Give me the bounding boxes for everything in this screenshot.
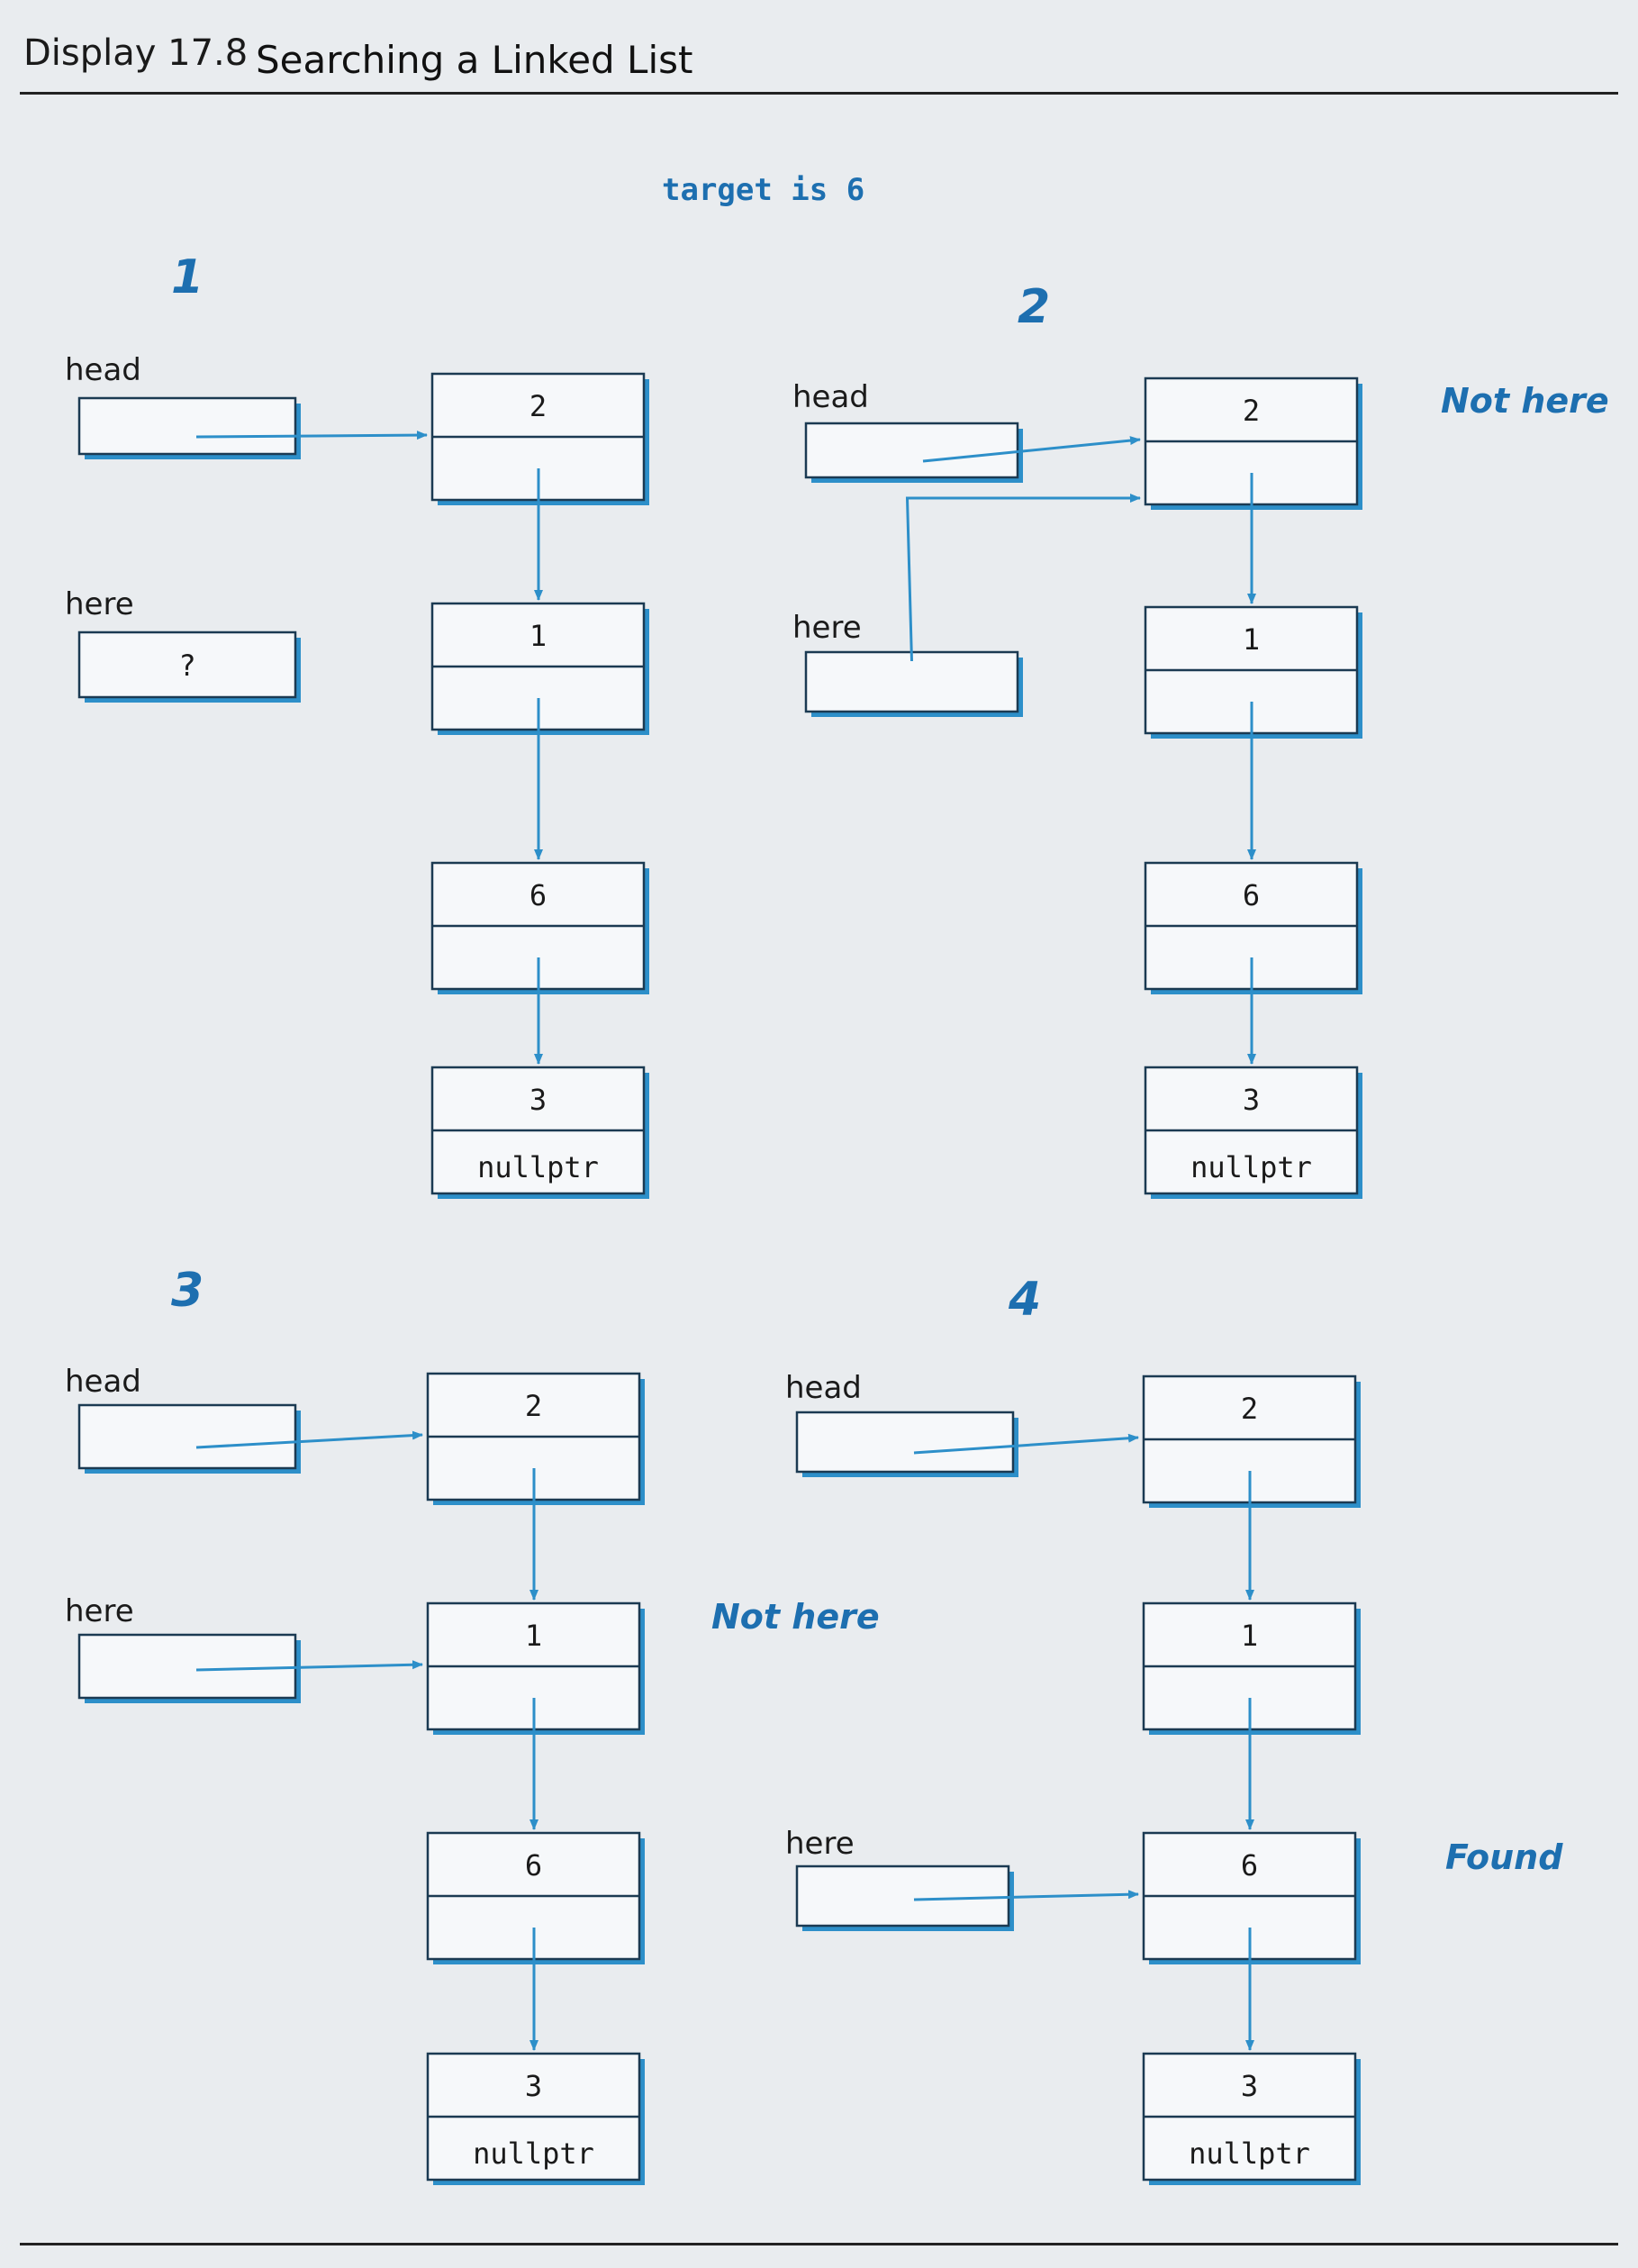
list-node: 6 [1142,1831,1361,1964]
here-arrow [913,1890,1139,1901]
step-number: 4 [1008,1273,1041,1327]
here-arrow [195,1660,423,1672]
head-pointer-box [795,1411,1018,1477]
list-node: 1 [426,1601,645,1735]
head-label: head [792,379,869,415]
node-value: 6 [529,878,547,912]
here-pointer-box-frame [795,1864,1010,1928]
here-pointer-box-frame [77,1633,297,1700]
node-value: 3 [1243,1083,1260,1117]
status-note: Not here [1441,381,1609,421]
here-pointer-box [77,631,301,703]
node-link-nullptr: nullptr [1189,2136,1310,2171]
step-number: 1 [171,250,204,304]
here-value-unknown: ? [178,649,195,683]
head-label: head [65,352,141,388]
head-arrow [195,431,428,440]
step-number: 3 [171,1264,204,1318]
header-rule [20,92,1618,95]
node-value: 6 [1243,878,1260,912]
target-label: target is 6 [662,172,864,208]
status-note: Not here [711,1597,880,1637]
node-value: 2 [1243,394,1260,428]
node-link-nullptr: nullptr [473,2136,594,2171]
display-title: Searching a Linked List [256,38,693,82]
list-node: 1 [1144,605,1362,739]
status-note: Found [1445,1837,1563,1877]
list-node: 3 nullptr [1144,1066,1362,1199]
node-box [426,2052,645,2185]
display-header: Display 17.8 Searching a Linked List [20,27,1618,99]
panel-3: 3 2 1 6 3 nullptr head here Not here [65,1264,880,2185]
head-arrow [195,1430,423,1449]
here-label: here [65,586,134,622]
here-arrow [905,494,1141,662]
node-value: 2 [529,389,547,423]
head-pointer-box-frame [795,1411,1015,1474]
list-node: 3 nullptr [426,2052,645,2185]
node-value: 3 [529,1083,547,1117]
here-label: here [785,1826,855,1862]
list-node: 6 [426,1831,645,1964]
here-pointer-box [77,1633,301,1703]
list-node: 2 [1142,1374,1361,1508]
head-pointer-box [77,1403,301,1474]
here-label: here [65,1593,134,1629]
list-node: 1 [1142,1601,1361,1735]
head-pointer-box-frame [77,396,297,456]
head-arrow [922,436,1141,463]
head-pointer-box [77,396,301,459]
head-label: head [65,1364,141,1400]
list-node: 6 [430,861,649,994]
node-value: 6 [1241,1848,1258,1882]
here-label: here [792,610,862,646]
list-node: 2 [430,372,649,505]
display-number: Display 17.8 [23,32,249,74]
list-node: 6 [1144,861,1362,994]
here-pointer-box [795,1864,1014,1931]
node-link-nullptr: nullptr [477,1150,599,1184]
panel-1: 1 2 1 6 3 nullptr head here? [65,250,649,1199]
node-value: 1 [1241,1619,1258,1653]
head-pointer-box-frame [77,1403,297,1470]
here-pointer-box [804,650,1023,717]
here-pointer-box-frame [804,650,1019,713]
head-arrow [913,1433,1139,1455]
node-value: 3 [1241,2069,1258,2103]
head-pointer-box-frame [804,422,1019,479]
step-number: 2 [1018,280,1050,334]
panels-layer: 1 2 1 6 3 nullptr head here? 2 2 1 6 3 nullptr head her… [65,250,1609,2185]
node-value: 1 [1243,622,1260,657]
panel-4: 4 2 1 6 3 nullptr head here Found [785,1273,1563,2185]
footer-rule [20,2243,1618,2245]
here-pointer-box-frame [77,631,297,699]
node-link-nullptr: nullptr [1190,1150,1312,1184]
node-value: 2 [1241,1392,1258,1426]
list-node: 3 nullptr [430,1066,649,1199]
list-node: 2 [426,1372,645,1505]
node-value: 2 [525,1389,542,1423]
node-value: 6 [525,1848,542,1882]
head-pointer-box [804,422,1023,483]
list-node: 2 [1144,376,1362,510]
head-label: head [785,1370,862,1406]
node-value: 1 [525,1619,542,1653]
panel-2: 2 2 1 6 3 nullptr head here Not here [792,280,1609,1199]
node-value: 1 [529,619,547,653]
list-node: 3 nullptr [1142,2052,1361,2185]
list-node: 1 [430,602,649,735]
node-value: 3 [525,2069,542,2103]
node-box [1144,1066,1362,1199]
